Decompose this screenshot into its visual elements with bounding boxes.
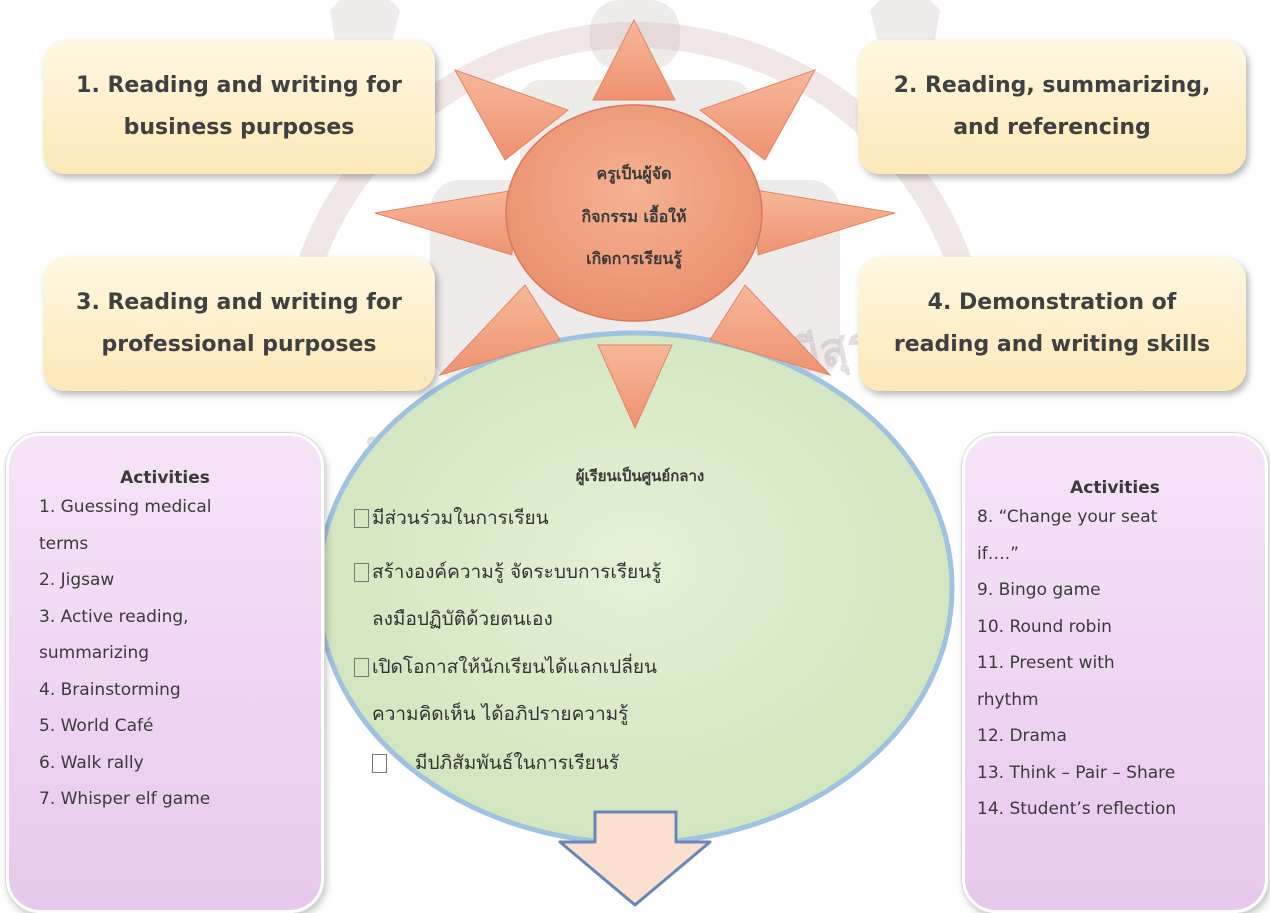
- learner-point-4: มีปภิสัมพันธ์ในการเรียนรั: [372, 748, 619, 778]
- activities-right-item: 8. “Change your seat: [977, 507, 1158, 527]
- topic-4-line1: 4. Demonstration of: [927, 290, 1177, 315]
- topic-3-line2: professional purposes: [101, 332, 377, 357]
- activities-right-item: 9. Bingo game: [977, 580, 1101, 600]
- learner-point-1: มีส่วนร่วมในการเรียน: [354, 503, 549, 533]
- learner-point-1-text: มีส่วนร่วมในการเรียน: [372, 507, 549, 529]
- activities-left-item: 3. Active reading,: [39, 606, 189, 627]
- learner-point-4-text: มีปภิสัมพันธ์ในการเรียนรั: [415, 752, 620, 774]
- activities-right-panel: Activities 8. “Change your seat if….” 9.…: [962, 433, 1268, 913]
- activities-left-item: 1. Guessing medical: [39, 497, 212, 517]
- activities-left-item: 7. Whisper elf game: [39, 789, 211, 809]
- activities-right-item: if….”: [977, 543, 1019, 564]
- learner-point-2-text: สร้างองค์ความรู้ จัดระบบการเรียนรู้: [372, 561, 662, 583]
- activities-left-item: 4. Brainstorming: [39, 679, 181, 700]
- activities-left-item: 5. World Café: [39, 716, 154, 736]
- learner-point-2-cont: ลงมือปฏิบัติด้วยตนเอง: [372, 608, 553, 630]
- topic-4-line2: reading and writing skills: [893, 332, 1211, 357]
- checkbox-icon: [372, 754, 387, 773]
- topic-2-line1: 2. Reading, summarizing,: [893, 73, 1211, 98]
- activities-right-item: 13. Think – Pair – Share: [977, 762, 1176, 783]
- activities-left-item: terms: [39, 533, 89, 554]
- activities-left-panel: Activities 1. Guessing medical terms 2. …: [6, 433, 324, 913]
- activities-left-item: 2. Jigsaw: [39, 570, 115, 590]
- learner-point-3-text: เปิดโอกาสให้นักเรียนได้แลกเปลี่ยน: [372, 656, 657, 678]
- topic-box-2: 2. Reading, summarizing, and referencing: [858, 40, 1246, 174]
- activities-right-title: Activities: [1070, 478, 1160, 498]
- learner-point-3: เปิดโอกาสให้นักเรียนได้แลกเปลี่ยน: [354, 652, 657, 682]
- topic-3-line1: 3. Reading and writing for: [76, 290, 402, 315]
- activities-right-item: rhythm: [977, 689, 1039, 710]
- activities-right-item: 10. Round robin: [977, 616, 1112, 637]
- learner-point-3-cont: ความคิดเห็น ได้อภิปรายความรู้: [372, 703, 629, 725]
- teacher-text-line2: กิจกรรม เอื้อให้: [581, 207, 687, 226]
- sun-ray-left-lower: [438, 284, 561, 376]
- sun-ray-bottom: [597, 344, 673, 430]
- teacher-text-line3: เกิดการเรียนรู้: [586, 249, 682, 268]
- activities-left-item: 6. Walk rally: [39, 752, 144, 773]
- learner-title: ผู้เรียนเป็นศูนย์กลาง: [575, 467, 705, 485]
- sun-ray-top-left: [453, 69, 570, 161]
- topic-2-line2: and referencing: [953, 115, 1151, 140]
- topic-1-line2: business purposes: [123, 115, 355, 140]
- teacher-text-line1: ครูเป็นผู้จัด: [596, 164, 672, 183]
- activities-left-title: Activities: [120, 468, 210, 488]
- activities-right-item: 11. Present with: [977, 653, 1115, 673]
- activities-right-item: 12. Drama: [977, 726, 1067, 746]
- activities-right-item: 14. Student’s reflection: [977, 799, 1177, 819]
- checkbox-icon: [354, 658, 369, 677]
- checkbox-icon: [354, 509, 369, 528]
- sun-ray-top: [592, 18, 676, 101]
- topic-box-4: 4. Demonstration of reading and writing …: [858, 257, 1246, 391]
- activities-left-item: summarizing: [39, 643, 150, 663]
- sun-ray-right-lower: [709, 284, 832, 376]
- teacher-circle: [505, 104, 763, 322]
- topic-box-3: 3. Reading and writing for professional …: [43, 257, 435, 391]
- topic-box-1: 1. Reading and writing for business purp…: [43, 40, 435, 174]
- checkbox-icon: [354, 563, 369, 582]
- sun-ray-top-right: [698, 69, 817, 161]
- learner-point-2: สร้างองค์ความรู้ จัดระบบการเรียนรู้: [354, 557, 661, 587]
- topic-1-line1: 1. Reading and writing for: [76, 73, 402, 98]
